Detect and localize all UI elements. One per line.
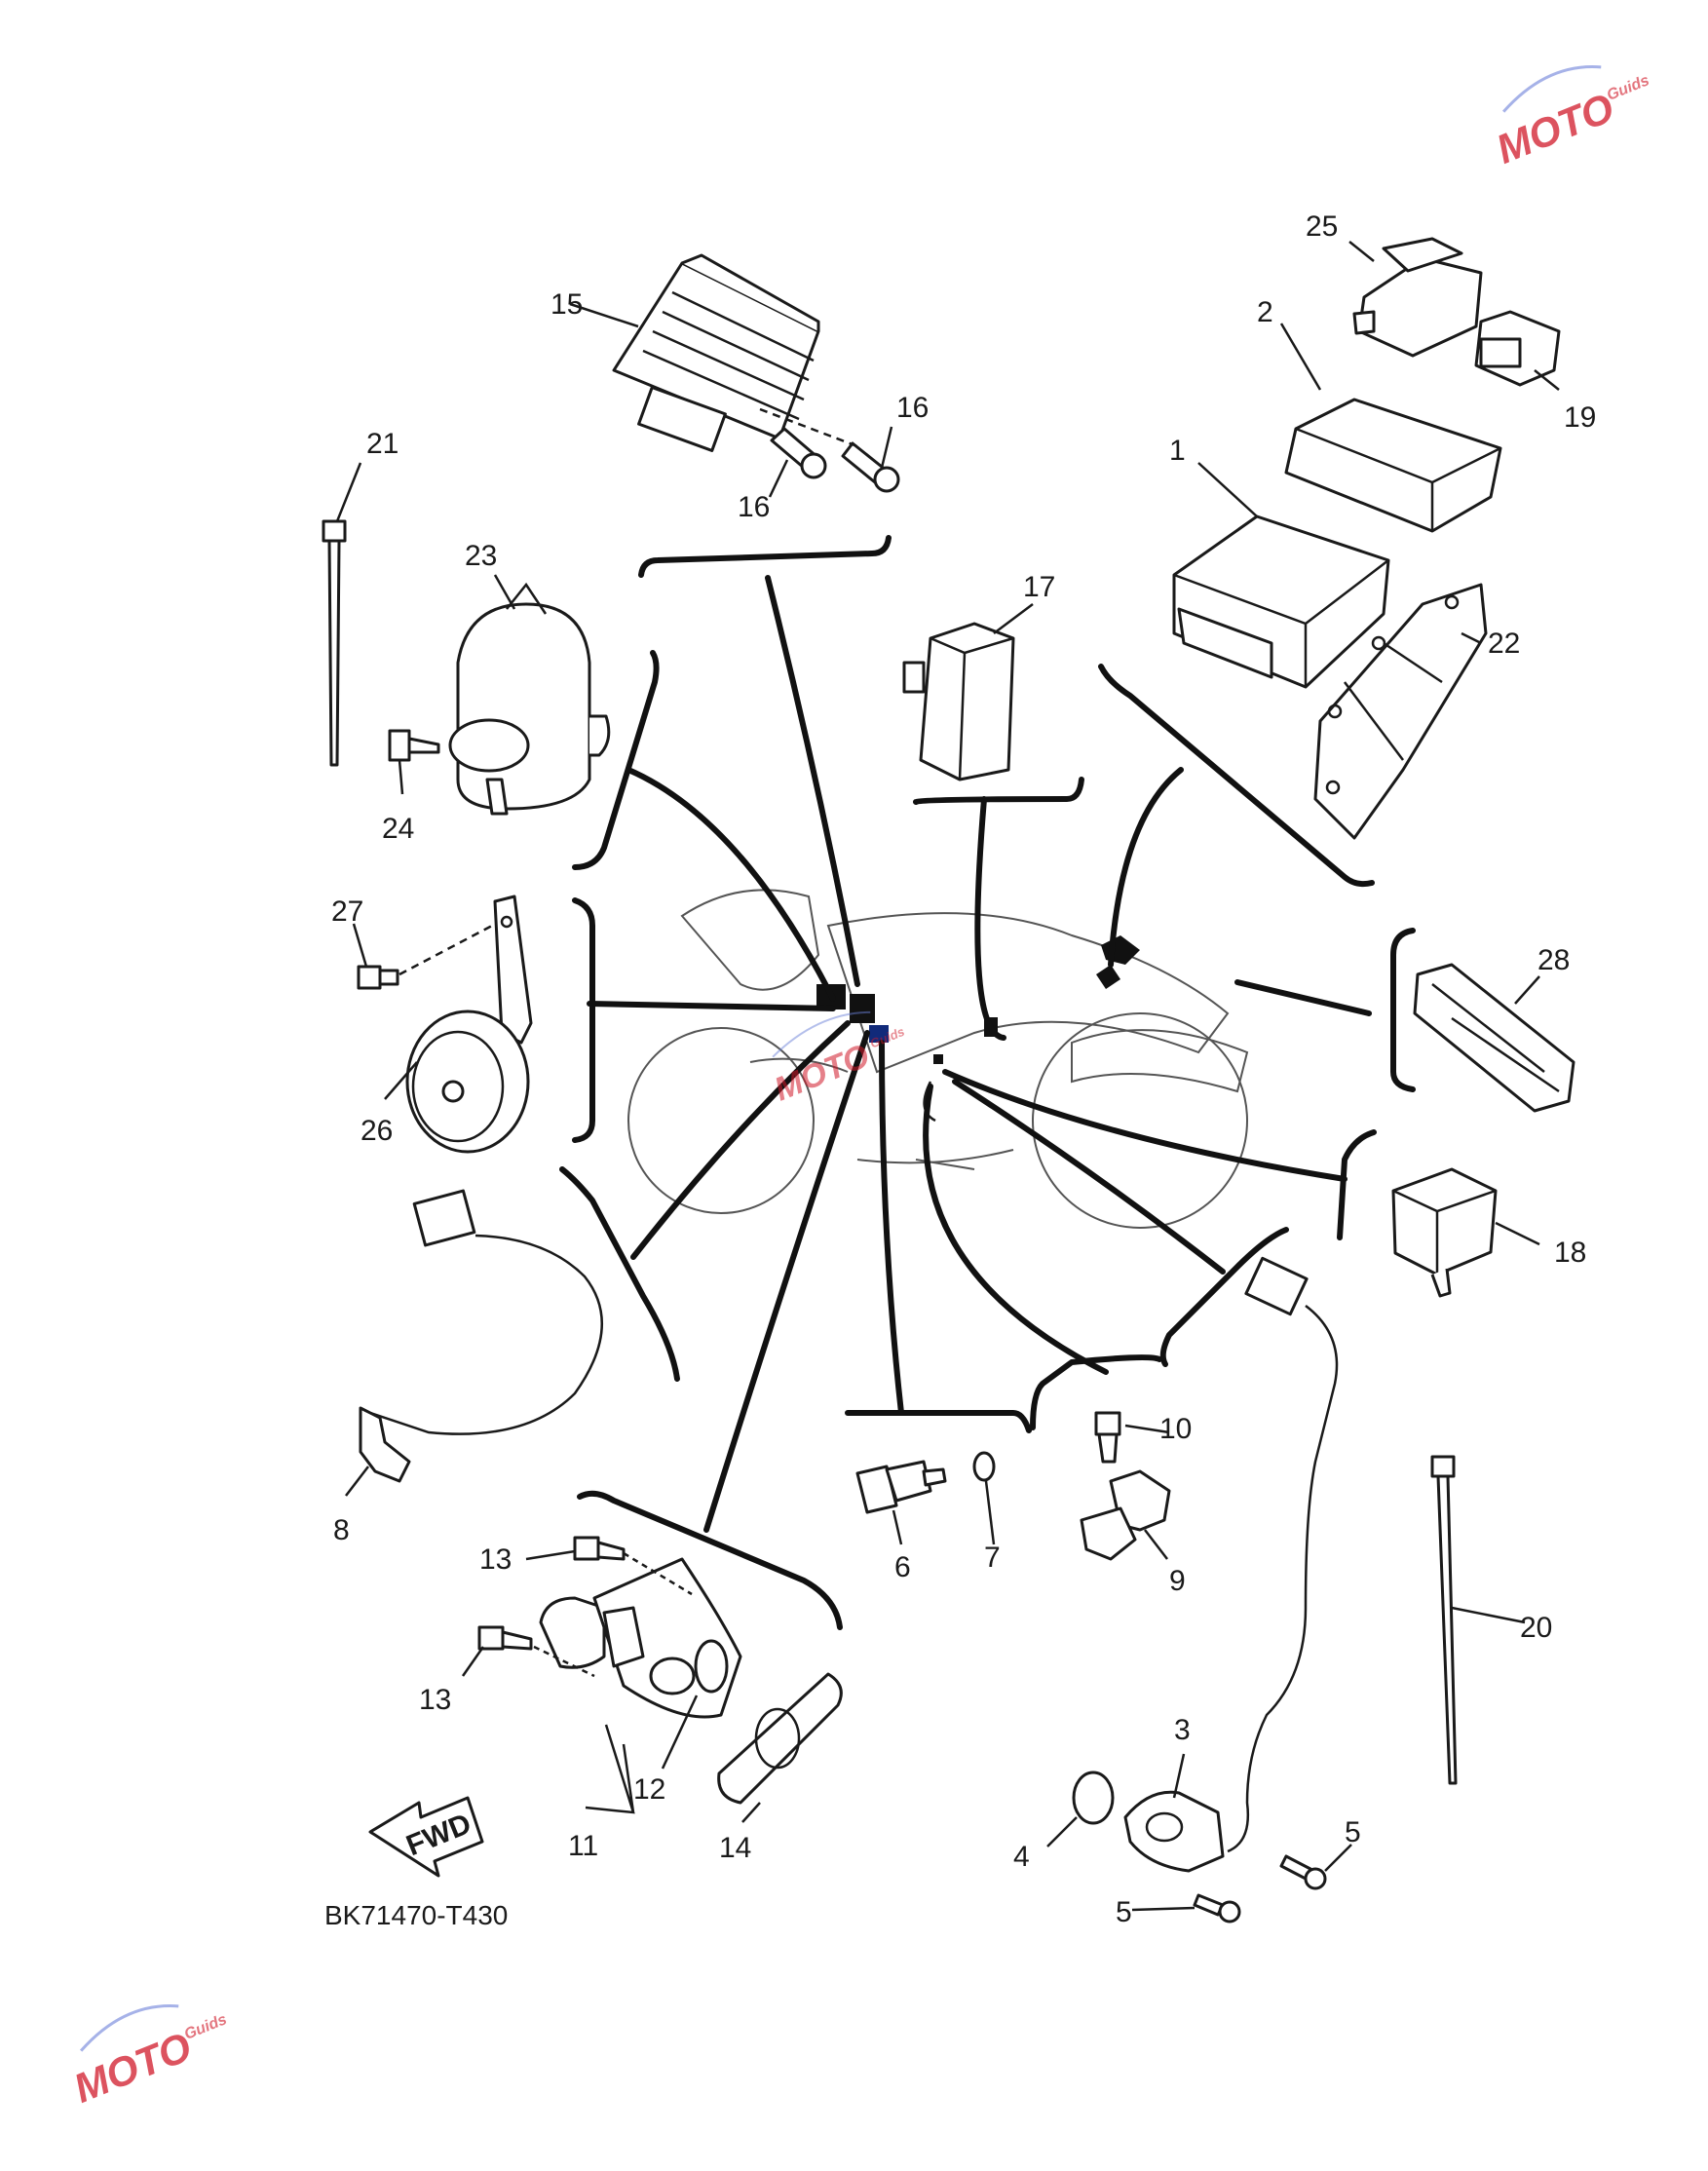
o-ring-12 (694, 1639, 729, 1694)
connection-arms (587, 575, 1372, 1533)
label-part-7: 7 (984, 1542, 1001, 1574)
watermark-logo-subtext: Guids (182, 2011, 229, 2043)
leader-lines (335, 241, 1560, 1912)
label-part-16a: 16 (896, 392, 929, 424)
label-part-26: 26 (361, 1115, 393, 1147)
module-2 (1284, 398, 1502, 533)
label-part-13a: 13 (479, 1543, 512, 1576)
ecu-1 (1172, 514, 1390, 689)
cable-tie-21 (322, 519, 347, 767)
label-part-15: 15 (550, 288, 583, 321)
label-part-25: 25 (1306, 210, 1338, 243)
label-part-21: 21 (366, 428, 399, 460)
washer-7 (972, 1451, 996, 1482)
label-part-27: 27 (331, 895, 363, 928)
label-part-19: 19 (1564, 401, 1596, 434)
label-part-18: 18 (1554, 1237, 1586, 1269)
regulator-rectifier (612, 253, 820, 452)
label-part-17: 17 (1023, 571, 1055, 603)
label-part-14: 14 (719, 1832, 751, 1864)
screw-13a (573, 1536, 626, 1561)
label-part-6: 6 (894, 1551, 911, 1583)
label-part-28: 28 (1537, 944, 1570, 976)
idle-speed-control-11 (539, 1557, 742, 1719)
label-part-2: 2 (1257, 296, 1273, 328)
label-part-4: 4 (1013, 1841, 1030, 1873)
label-part-20: 20 (1520, 1612, 1552, 1644)
camshaft-sensor-3 (1123, 1790, 1225, 1873)
watermark-logo-text: MOTO (1490, 84, 1620, 171)
screw-24 (388, 729, 440, 762)
label-part-3: 3 (1174, 1714, 1191, 1746)
screw-5b (1193, 1893, 1241, 1923)
horn-bracket (493, 895, 533, 1045)
oxygen-sensor-8 (359, 1189, 603, 1483)
relay-18 (1391, 1167, 1498, 1298)
cable-tie-20 (1430, 1455, 1458, 1785)
watermark-bottom-left: MOTO Guids (67, 2003, 229, 2112)
fuel-pump-component-23 (448, 582, 611, 816)
diagram-code: BK71470-T430 (324, 1900, 508, 1930)
part-labels: 1 2 3 4 5 5 6 7 8 9 10 11 12 13 13 14 15… (331, 210, 1596, 1928)
label-part-1: 1 (1169, 435, 1186, 467)
watermark-logo-subtext: Guids (1605, 72, 1651, 104)
label-part-10: 10 (1159, 1413, 1192, 1445)
watermark-top-right: MOTO Guids (1490, 64, 1651, 172)
temperature-sensor-6 (855, 1460, 947, 1514)
watermark-logo-text: MOTO (67, 2023, 198, 2111)
grouping-brackets (559, 535, 1416, 1630)
label-part-16b: 16 (738, 491, 770, 523)
label-part-12: 12 (633, 1773, 665, 1806)
control-box-17 (902, 622, 1015, 781)
module-28 (1413, 963, 1575, 1113)
motorcycle-outline (627, 889, 1249, 1229)
connector-19 (1474, 310, 1561, 387)
label-part-13b: 13 (419, 1684, 451, 1716)
label-part-5a: 5 (1345, 1816, 1361, 1848)
label-part-24: 24 (382, 813, 414, 845)
label-part-9: 9 (1169, 1565, 1186, 1597)
horn-26 (405, 1009, 530, 1154)
forward-arrow (368, 1796, 484, 1878)
bolt-16a (770, 427, 827, 479)
label-part-23: 23 (465, 540, 497, 572)
label-part-5b: 5 (1116, 1896, 1132, 1928)
wiring-lead-3 (1227, 1256, 1339, 1853)
bolt-16b (841, 441, 900, 493)
bolt-10 (1094, 1411, 1121, 1464)
o-ring-4 (1072, 1771, 1115, 1825)
label-part-11: 11 (568, 1830, 598, 1862)
screw-13b (477, 1625, 533, 1651)
label-part-8: 8 (333, 1514, 350, 1546)
screw-5a (1279, 1854, 1327, 1890)
crank-sensor-9 (1080, 1469, 1171, 1561)
bracket-22 (1313, 583, 1488, 840)
bolt-27 (357, 965, 399, 990)
label-part-22: 22 (1488, 628, 1520, 660)
relay-25 (1352, 237, 1483, 358)
gasket-14 (717, 1672, 843, 1805)
